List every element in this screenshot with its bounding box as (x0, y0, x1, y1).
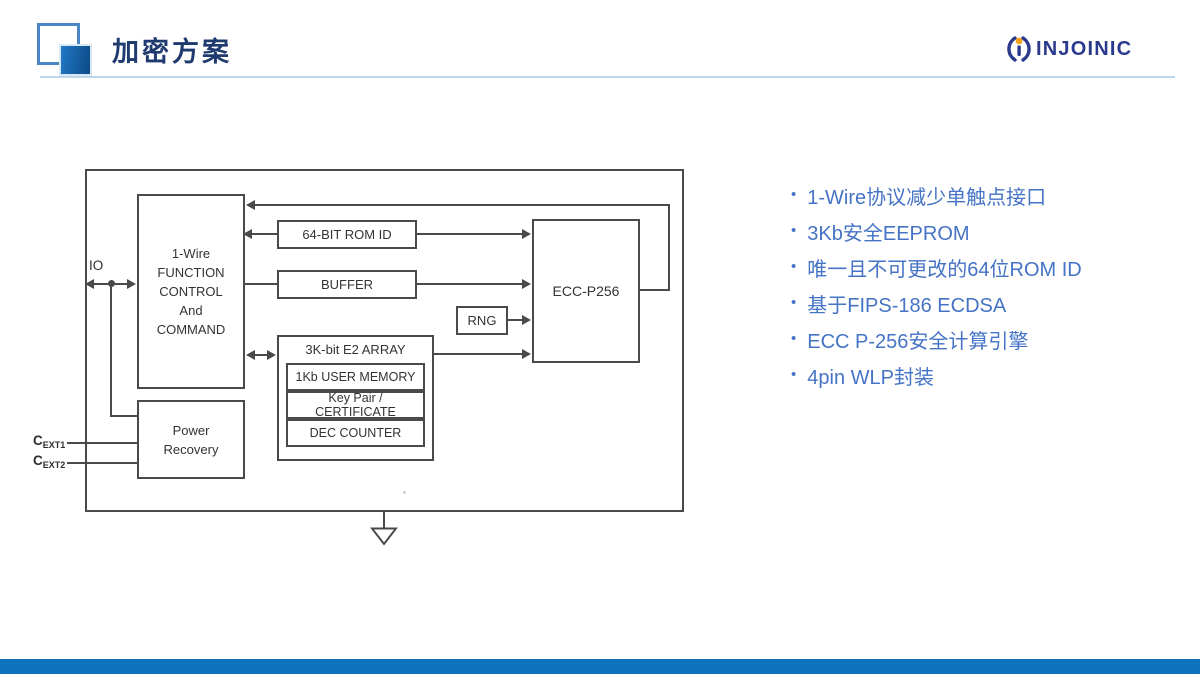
rng-block: RNG (456, 306, 508, 335)
feedback-arrowhead-icon (246, 200, 255, 210)
list-item: • 唯一且不可更改的64位ROM ID (791, 255, 1191, 281)
buffer-right-line (416, 283, 524, 285)
bullet-icon: • (791, 330, 797, 347)
buffer-left-line (244, 283, 277, 285)
list-item: • 3Kb安全EEPROM (791, 219, 1191, 245)
page-title: 加密方案 (112, 37, 232, 67)
list-item: • 基于FIPS-186 ECDSA (791, 291, 1191, 317)
bullet-icon: • (791, 366, 797, 383)
dec-counter-block: DEC COUNTER (286, 419, 425, 447)
romid-left-line (250, 233, 277, 235)
io-arrowhead-right-icon (127, 279, 136, 289)
rom-id-block: 64-BIT ROM ID (277, 220, 417, 249)
power-recovery-block: Power Recovery (137, 400, 245, 479)
function-control-block: 1-Wire FUNCTION CONTROL And COMMAND (137, 194, 245, 389)
io-to-power-line (110, 415, 137, 417)
romid-to-ecc-arrowhead-icon (522, 229, 531, 239)
key-pair-certificate-block: Key Pair / CERTIFICATE (286, 391, 425, 419)
e2-ecc-line (434, 353, 524, 355)
ecc-p256-block: ECC-P256 (532, 219, 640, 363)
list-item: • 4pin WLP封装 (791, 363, 1191, 389)
io-drop-line (110, 285, 112, 416)
user-memory-block: 1Kb USER MEMORY (286, 363, 425, 391)
feedback-top-line (254, 204, 670, 206)
injoinic-logo-icon (1007, 36, 1031, 62)
io-pin-label: IO (89, 258, 104, 273)
bullet-icon: • (791, 222, 797, 239)
feedback-vertical-line (668, 204, 670, 291)
e2-array-header: 3K-bit E2 ARRAY (305, 342, 406, 357)
cext2-line (67, 462, 137, 464)
rng-line (508, 319, 524, 321)
io-junction-dot (108, 280, 115, 287)
cext1-pin-label: CEXT1 (33, 433, 66, 450)
list-item: • ECC P-256安全计算引擎 (791, 327, 1191, 353)
rng-to-ecc-arrowhead-icon (522, 315, 531, 325)
bullet-icon: • (791, 186, 797, 203)
fcc-e2-line (252, 354, 271, 356)
list-item: • 1-Wire协议减少单触点接口 (791, 183, 1191, 209)
bullet-icon: • (791, 258, 797, 275)
header-divider (40, 76, 1175, 78)
e2-array-block: 3K-bit E2 ARRAY (277, 335, 434, 461)
injoinic-logo-text: INJOINIC (1036, 37, 1133, 60)
ground-stem-line (383, 510, 385, 529)
feedback-bottom-line (640, 289, 670, 291)
romid-arrowhead-icon (243, 229, 252, 239)
cext1-line (67, 442, 137, 444)
footer-bar (0, 659, 1200, 674)
scan-artifact-dot (403, 491, 406, 494)
e2-ecc-arrowhead-icon (522, 349, 531, 359)
ground-symbol-icon (370, 527, 398, 546)
fcc-e2-arrowhead-right-icon (267, 350, 276, 360)
injoinic-logo: INJOINIC (1004, 34, 1132, 64)
cext2-pin-label: CEXT2 (33, 453, 66, 470)
fcc-e2-arrowhead-left-icon (246, 350, 255, 360)
buffer-block: BUFFER (277, 270, 417, 299)
buffer-to-ecc-arrowhead-icon (522, 279, 531, 289)
feature-list: • 1-Wire协议减少单触点接口 • 3Kb安全EEPROM • 唯一且不可更… (791, 183, 1191, 399)
romid-right-line (416, 233, 524, 235)
title-decoration-filled-square (59, 44, 92, 76)
io-arrowhead-left-icon (85, 279, 94, 289)
bullet-icon: • (791, 294, 797, 311)
